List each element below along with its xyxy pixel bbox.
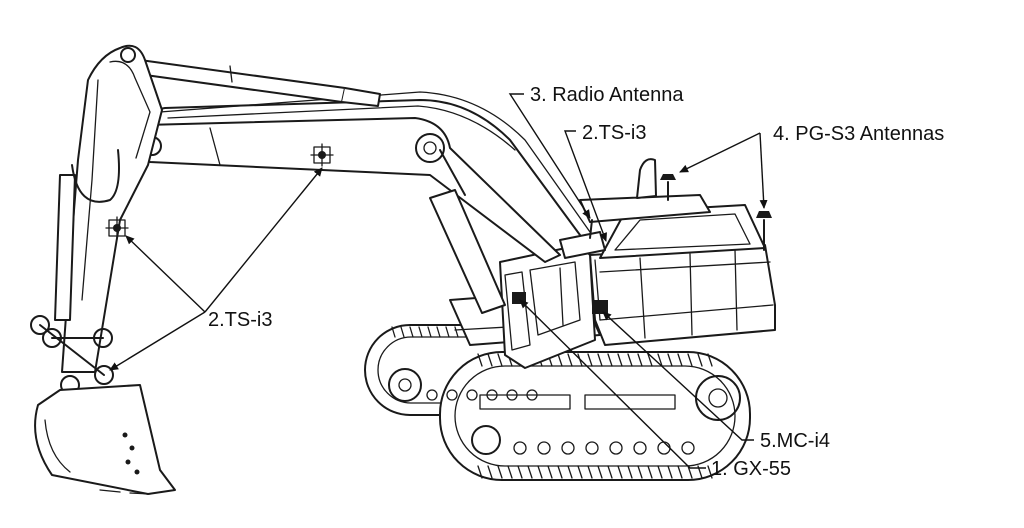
label-pg-antennas: 4. PG-S3 Antennas [773, 123, 944, 145]
tread-segment [607, 465, 613, 479]
tread-segment [647, 353, 653, 367]
label-gx: 1. GX-55 [711, 458, 791, 480]
tread-segment [487, 353, 493, 367]
track-roller [426, 389, 438, 401]
tread-segment [597, 465, 603, 479]
leader-gx [519, 299, 706, 469]
track-roller [585, 441, 599, 455]
tread-segment [627, 465, 633, 479]
track-roller [609, 441, 623, 455]
boom-cylinder [429, 149, 506, 314]
label-mc: 5.MC-i4 [760, 430, 830, 452]
pg-antenna-right [756, 211, 772, 251]
label-radio-antenna: 3. Radio Antenna [530, 84, 684, 106]
label-ts-cab: 2.TS-i3 [582, 122, 646, 144]
track-roller [466, 389, 478, 401]
track-roller [526, 389, 538, 401]
tread-segment [537, 465, 543, 479]
tread-segment [667, 465, 673, 479]
leader-ts-cab [563, 130, 607, 242]
tread-segment [418, 326, 423, 338]
track-roller [513, 441, 527, 455]
tread-segment [687, 353, 693, 367]
tread-segment [697, 353, 703, 367]
leader-pg-antennas [679, 132, 768, 209]
tread-segment [577, 465, 583, 479]
tread-segment [667, 353, 673, 367]
track-roller [681, 441, 695, 455]
tilt-sensor-icon [310, 143, 334, 167]
bucket [34, 384, 176, 495]
tread-segment [657, 353, 663, 367]
tread-segment [497, 353, 503, 367]
track-roller [486, 389, 498, 401]
tread-segment [527, 465, 533, 479]
tread-segment [677, 353, 683, 367]
tread-segment [707, 465, 713, 479]
gx-55-unit [512, 292, 526, 304]
tread-segment [597, 353, 603, 367]
antenna-icon [660, 174, 676, 180]
tread-segment [454, 326, 459, 338]
tread-segment [647, 465, 653, 479]
tread-segment [657, 465, 663, 479]
arm [61, 44, 163, 373]
leader-ts-arm [109, 167, 323, 371]
tread-segment [391, 326, 396, 338]
track-rollers [426, 389, 695, 455]
tread-segment [445, 326, 450, 338]
track-roller [537, 441, 551, 455]
tread-segment [567, 465, 573, 479]
tread-segment [477, 353, 483, 367]
track-roller [446, 389, 458, 401]
tread-segment [517, 465, 523, 479]
label-ts-arm: 2.TS-i3 [208, 309, 272, 331]
tread-segment [617, 465, 623, 479]
tread-segment [436, 326, 441, 338]
bucket-cylinder [30, 149, 120, 395]
tread-segment [497, 465, 503, 479]
tilt-sensor-icon [105, 216, 129, 240]
antenna-icon [756, 211, 772, 218]
tread-segment [637, 465, 643, 479]
exhaust-stack [636, 158, 657, 199]
tread-segment [627, 353, 633, 367]
tread-segment [557, 353, 563, 367]
track-roller [561, 441, 575, 455]
tread-segment [547, 465, 553, 479]
tread-segment [557, 465, 563, 479]
tread-segment [707, 353, 713, 367]
pg-antenna-left [660, 174, 676, 201]
track-roller [506, 389, 518, 401]
tread-segment [409, 326, 414, 338]
tread-segment [617, 353, 623, 367]
tread-segment [587, 465, 593, 479]
front-track-treads [477, 353, 713, 479]
tread-segment [477, 465, 483, 479]
tread-segment [587, 353, 593, 367]
boom [140, 91, 591, 263]
ts-cab-unit [559, 231, 606, 259]
engine-housing [579, 194, 776, 346]
tread-segment [607, 353, 613, 367]
radio-antenna-mast [589, 219, 593, 239]
tread-segment [507, 465, 513, 479]
arm-cylinder [137, 59, 381, 107]
tread-segment [567, 353, 573, 367]
tread-segment [637, 353, 643, 367]
tread-segment [400, 326, 405, 338]
mc-i4-unit [592, 300, 608, 314]
track-roller [633, 441, 647, 455]
tread-segment [677, 465, 683, 479]
leader-mc [602, 311, 754, 441]
operator-cab [499, 219, 608, 369]
front-track [439, 351, 751, 481]
tread-segment [487, 465, 493, 479]
tread-segment [427, 326, 432, 338]
tread-segment [687, 465, 693, 479]
leader-radio-antenna [508, 93, 591, 219]
